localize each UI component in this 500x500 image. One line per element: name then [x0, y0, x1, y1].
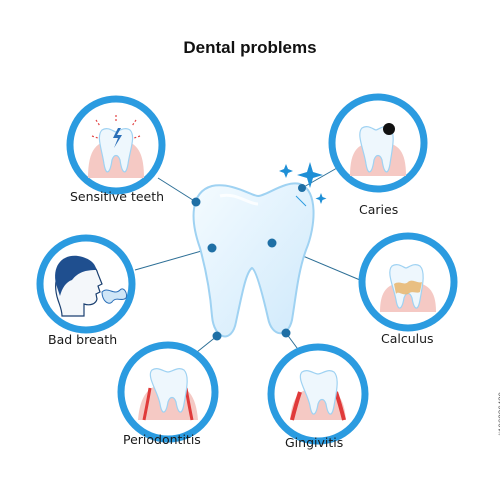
- sparkle-icon: [279, 162, 327, 204]
- label-periodontitis: Periodontitis: [123, 432, 201, 447]
- small-tooth-icon: [299, 370, 338, 415]
- label-sensitive-teeth: Sensitive teeth: [70, 189, 165, 204]
- label-gingivitis: Gingivitis: [285, 435, 344, 450]
- tartar-icon: [394, 280, 422, 295]
- connector-bad-breath: [134, 247, 213, 271]
- node-caries: [298, 184, 306, 192]
- small-tooth-icon: [359, 126, 394, 173]
- small-tooth-icon: [149, 368, 188, 413]
- connectors: [134, 167, 361, 353]
- node-periodontitis: [212, 331, 222, 341]
- label-bad-breath: Bad breath: [48, 332, 118, 347]
- node-calculus: [267, 238, 277, 248]
- label-caries: Caries: [359, 202, 399, 217]
- bad-breath-circle: [36, 234, 136, 334]
- connector-caries: [301, 167, 338, 189]
- label-calculus: Calculus: [381, 331, 434, 346]
- lightning-icon: [113, 128, 122, 148]
- breath-icon: [101, 288, 127, 304]
- periodontitis-circle: [117, 341, 219, 443]
- sensitive-teeth-circle: [66, 95, 166, 195]
- calculus-circle: [358, 232, 458, 332]
- node-sensitive-teeth: [191, 197, 201, 207]
- gingivitis-circle: [267, 343, 369, 445]
- connector-sensitive-teeth: [157, 177, 197, 203]
- node-bad-breath: [207, 243, 217, 253]
- central-tooth-icon: [192, 182, 315, 338]
- node-gingivitis: [281, 328, 291, 338]
- connector-nodes: [191, 184, 306, 341]
- caries-circle: [328, 93, 428, 193]
- page-title: Dental problems: [183, 38, 317, 57]
- cavity-icon: [383, 123, 395, 135]
